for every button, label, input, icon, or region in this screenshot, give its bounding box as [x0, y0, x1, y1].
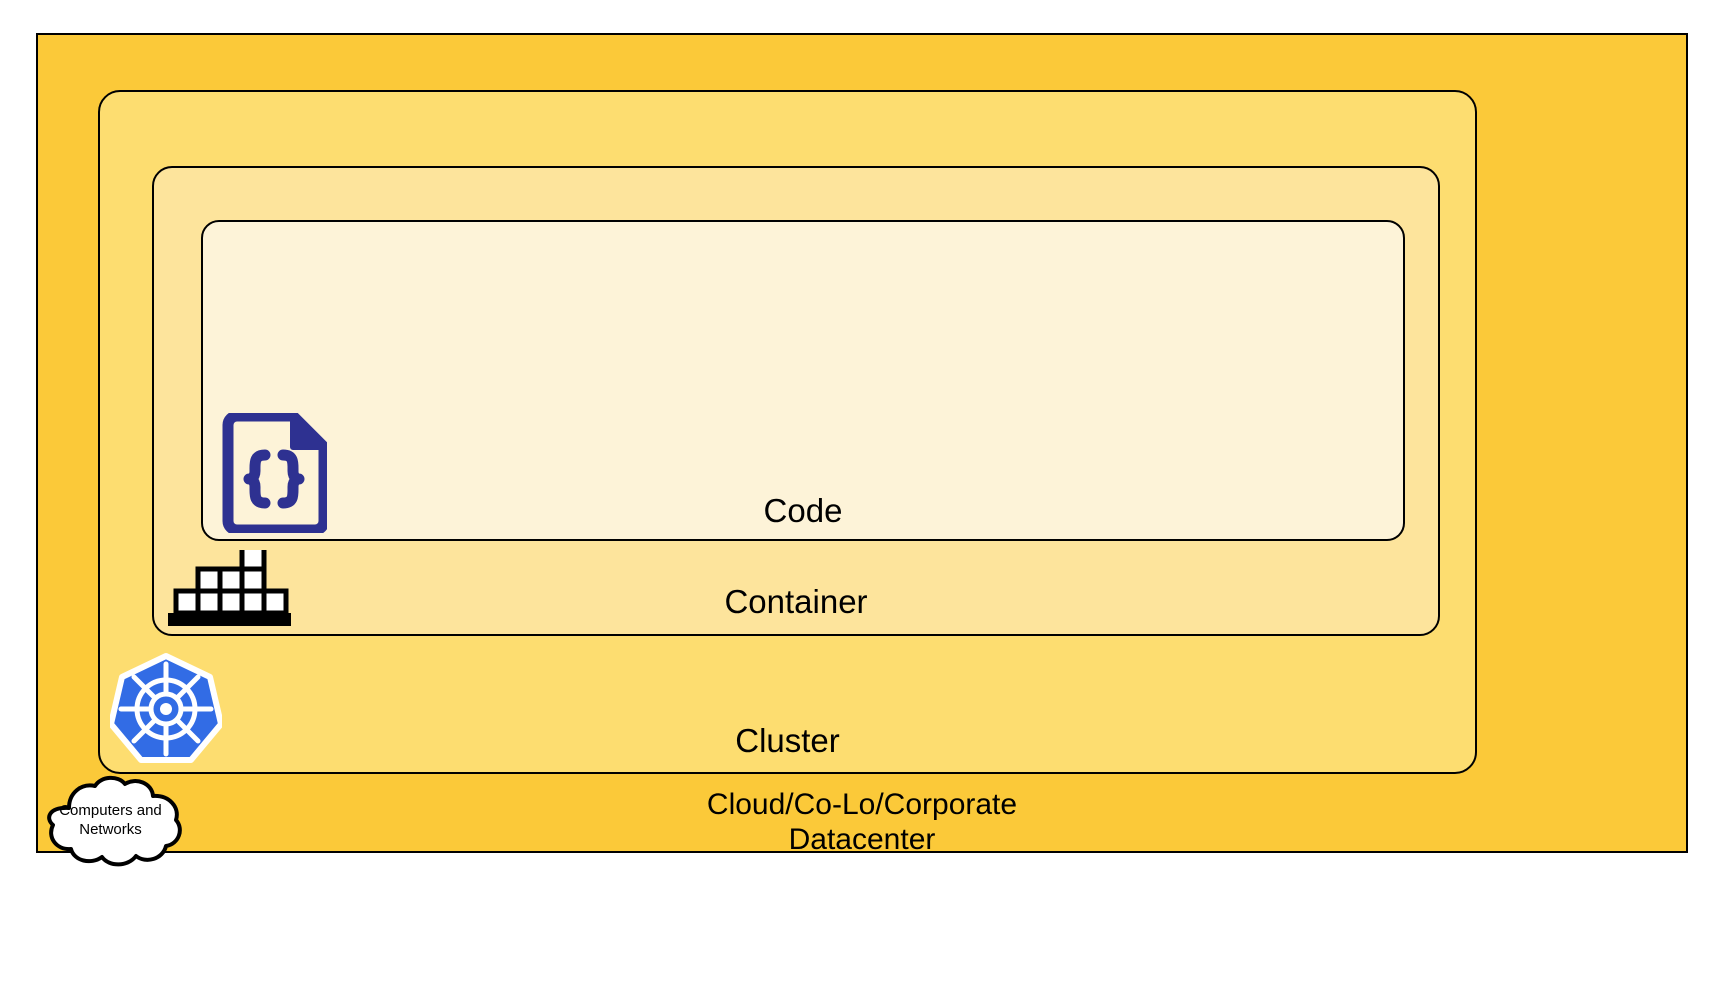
container-stack-icon: [168, 544, 291, 628]
layer-label-datacenter: Cloud/Co-Lo/Corporate Datacenter: [706, 788, 1018, 857]
layer-code[interactable]: [201, 220, 1405, 541]
layer-label-code: Code: [763, 492, 843, 529]
layer-label-container: Container: [724, 583, 868, 620]
kubernetes-icon: [108, 652, 224, 764]
code-document-icon: [219, 410, 330, 536]
layer-label-cluster: Cluster: [735, 722, 840, 759]
cloud-icon: Computers and Networks: [35, 775, 186, 867]
